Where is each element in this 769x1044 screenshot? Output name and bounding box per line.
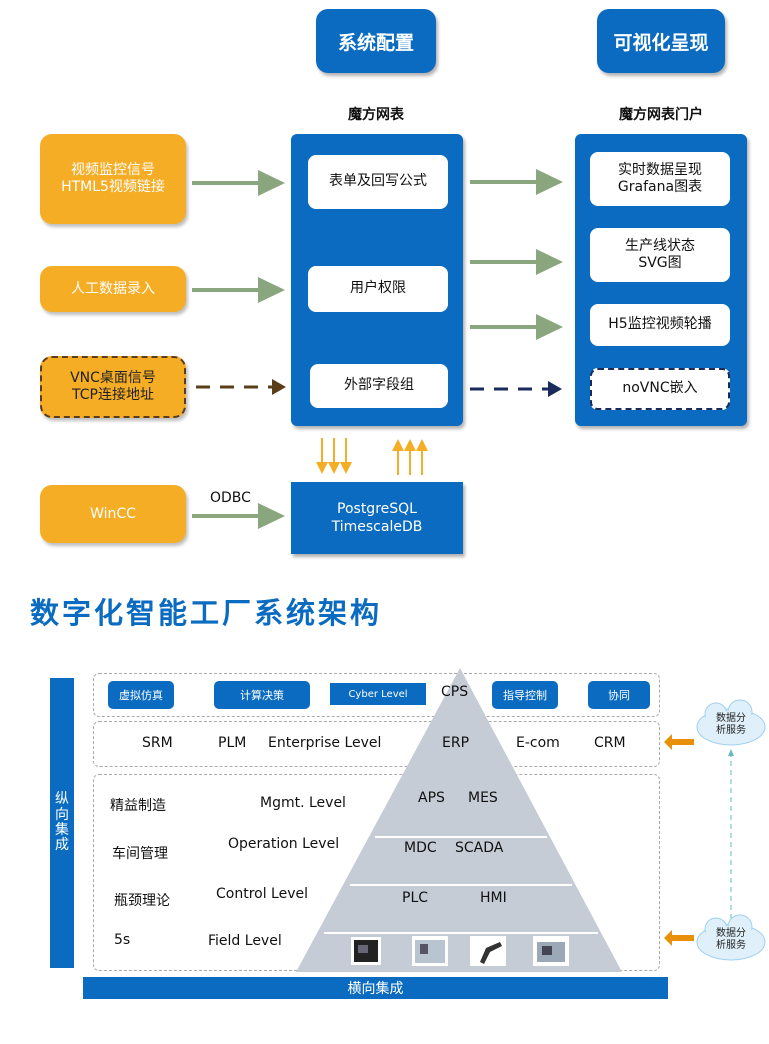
cloud-top-icon	[696, 699, 766, 746]
source-vnc-signal: VNC桌面信号 TCP连接地址	[40, 356, 186, 418]
barcode-scanner-icon	[470, 936, 506, 966]
source-manual-label: 人工数据录入	[71, 280, 155, 297]
source-video-line1: 视频监控信号	[71, 162, 155, 179]
subtitle-mofang-portal: 魔方网表门户	[619, 107, 703, 123]
pyramid-shape	[296, 668, 622, 972]
visual-svg-line2: SVG图	[638, 255, 682, 271]
visual-item-h5-video: H5监控视频轮播	[590, 304, 730, 346]
arrow-manual-to-config	[192, 277, 285, 303]
center-mdc: MDC	[404, 840, 437, 856]
odbc-label: ODBC	[210, 490, 251, 506]
arrow-config-to-grafana	[470, 169, 563, 195]
arrow-vnc-to-config-dashed	[196, 379, 286, 395]
db-line1: PostgreSQL	[337, 500, 417, 517]
level-operation: Operation Level	[228, 836, 340, 852]
visual-item-grafana: 实时数据呈现 Grafana图表	[590, 152, 730, 206]
enterprise-row	[93, 721, 660, 767]
level-field: Field Level	[208, 933, 282, 949]
cps-label: CPS	[441, 684, 469, 700]
arrows-config-to-db-down	[316, 438, 352, 474]
arrow-config-to-svg	[470, 249, 563, 275]
source-wincc: WinCC	[40, 485, 186, 543]
cloud-arrow-top	[664, 734, 694, 750]
horizontal-integration-label: 横向集成	[347, 981, 404, 997]
vertical-integration-bar: 纵向集成	[50, 678, 74, 968]
source-video-line2: HTML5视频链接	[61, 179, 165, 195]
visual-item-svg: 生产线状态 SVG图	[590, 228, 730, 282]
cloud-top-line2: 析服务	[716, 725, 746, 736]
center-mes: MES	[468, 790, 498, 806]
arrows-db-to-config-up	[392, 439, 428, 475]
cloud-bottom-line1: 数据分	[716, 928, 746, 939]
pill-collaboration: 协同	[588, 681, 650, 709]
enterprise-level-label: Enterprise Level	[268, 735, 382, 751]
machining-center-icon	[533, 936, 569, 966]
subtitle-mofang-form: 魔方网表	[348, 107, 404, 123]
cloud-top-line1: 数据分	[716, 713, 746, 724]
assembly-machine-icon	[412, 936, 448, 966]
source-video-signal: 视频监控信号 HTML5视频链接	[40, 134, 186, 224]
config-item-external-fields: 外部字段组	[310, 364, 448, 408]
db-line2: TimescaleDB	[331, 519, 423, 535]
center-aps: APS	[418, 790, 445, 806]
arrow-config-to-h5	[470, 314, 563, 340]
enterprise-plm: PLM	[218, 735, 247, 751]
source-vnc-line2: TCP连接地址	[72, 387, 154, 403]
vertical-integration-label: 纵向集成	[55, 791, 69, 854]
cloud-bottom-icon	[696, 914, 766, 961]
visual-grafana-line1: 实时数据呈现	[618, 161, 702, 178]
cyber-row	[93, 673, 660, 717]
center-scada: SCADA	[455, 840, 504, 856]
cloud-bottom-label: 数据分 析服务	[705, 928, 757, 952]
database-box: PostgreSQL TimescaleDB	[291, 482, 463, 554]
cyber-level-label: Cyber Level	[330, 683, 426, 705]
config-item-user-permission: 用户权限	[308, 266, 448, 312]
level-left-5s: 5s	[114, 932, 131, 948]
architecture-title: 数字化智能工厂系统架构	[30, 596, 383, 630]
visual-svg-line1: 生产线状态	[625, 237, 695, 254]
level-left-lean: 精益制造	[110, 798, 166, 814]
visual-grafana-line2: Grafana图表	[617, 179, 703, 195]
cnc-machine-icon	[351, 937, 381, 965]
enterprise-srm: SRM	[142, 735, 173, 751]
level-mgmt: Mgmt. Level	[260, 795, 346, 811]
visual-item-novnc: noVNC嵌入	[590, 368, 730, 410]
source-manual-entry: 人工数据录入	[40, 266, 186, 312]
enterprise-ecom: E-com	[516, 735, 560, 751]
cloud-bottom-line2: 析服务	[716, 940, 746, 951]
center-plc: PLC	[402, 890, 429, 906]
top-arrows	[192, 169, 563, 529]
config-item-form-formula: 表单及回写公式	[308, 155, 448, 209]
arrow-config-to-novnc-dashed	[470, 381, 562, 397]
header-visualization: 可视化呈现	[597, 9, 725, 73]
enterprise-crm: CRM	[594, 735, 626, 751]
level-left-bottleneck: 瓶颈理论	[114, 893, 170, 909]
cloud-arrow-bottom	[664, 930, 694, 946]
horizontal-integration-bar: 横向集成	[83, 977, 668, 999]
header-system-config: 系统配置	[316, 9, 436, 73]
arrow-video-to-config	[192, 170, 285, 196]
enterprise-erp: ERP	[442, 735, 470, 751]
center-hmi: HMI	[480, 890, 507, 906]
level-left-workshop: 车间管理	[112, 846, 168, 862]
source-vnc-line1: VNC桌面信号	[70, 370, 156, 387]
level-control: Control Level	[216, 886, 309, 902]
pill-compute-decision: 计算决策	[214, 681, 310, 709]
source-wincc-label: WinCC	[90, 505, 136, 522]
pill-virtual-simulation: 虚拟仿真	[108, 681, 174, 709]
arrow-wincc-to-db	[192, 503, 285, 529]
cloud-top-label: 数据分 析服务	[705, 713, 757, 737]
pill-guided-control: 指导控制	[492, 681, 558, 709]
